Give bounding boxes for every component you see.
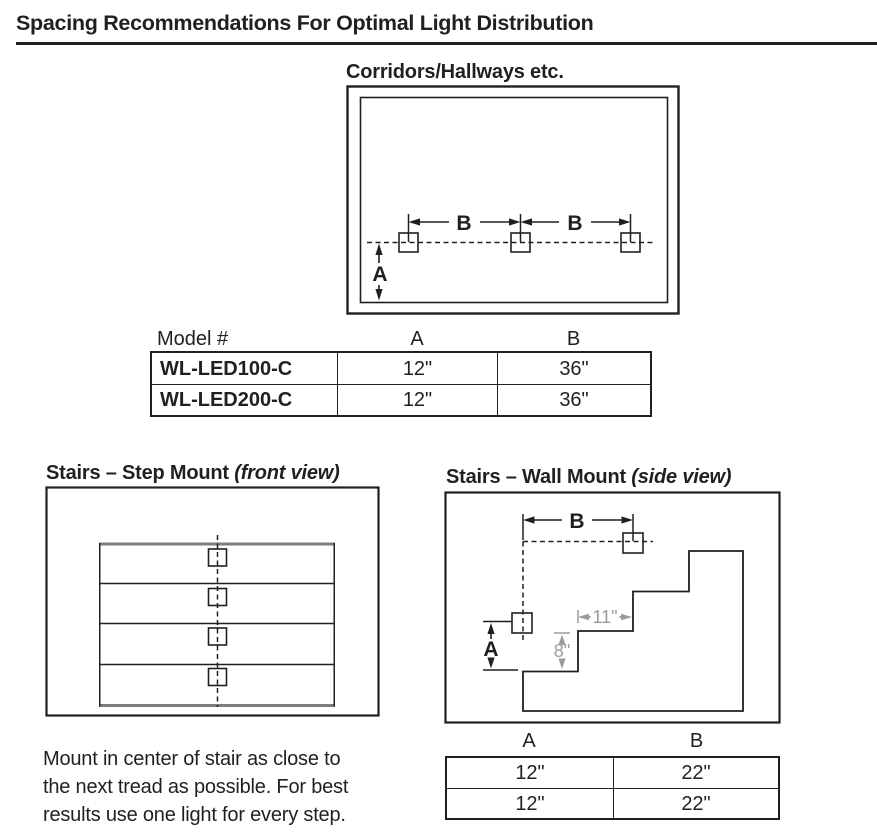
arrowhead-right (621, 613, 632, 621)
arrowhead-up (558, 634, 566, 645)
arrowhead-right (509, 218, 521, 226)
step-mount-diagram (45, 486, 380, 717)
riser-height-label: 8" (554, 641, 570, 661)
wall-table-header-b: B (689, 730, 704, 752)
dim-b2-label: B (567, 212, 582, 235)
light-fixture (207, 548, 228, 567)
table-cell-model-1: WL-LED100-C (160, 357, 293, 380)
light-fixture (207, 667, 228, 687)
corridor-table-header-a: A (410, 328, 424, 350)
dim-b1-label: B (456, 212, 471, 235)
arrowhead-right (621, 516, 633, 524)
dim-a-label: A (483, 638, 498, 661)
wall-mount-title-text: Stairs – Wall Mount (446, 466, 626, 488)
table-cell-a-1: 12" (337, 353, 497, 384)
arrowhead-left (408, 218, 420, 226)
title-underline (16, 42, 877, 45)
wall-mount-diagram: B A 11" (444, 491, 781, 724)
dim-b-label: B (569, 510, 584, 533)
mounting-note-line-3: results use one light for every step. (43, 804, 346, 826)
arrowhead-down (558, 658, 566, 669)
light-fixture (620, 232, 641, 253)
light-fixture (207, 627, 228, 646)
light-fixture (398, 232, 419, 253)
mounting-note: Mount in center of stair as close to the… (43, 745, 348, 829)
dim-a-label: A (372, 263, 387, 286)
arrowhead-left (520, 218, 532, 226)
staircase-profile (522, 550, 744, 712)
step-mount-view-label: (front view) (234, 462, 340, 484)
arrowhead-right (619, 218, 631, 226)
dim-b2: B (520, 212, 631, 235)
table-cell-model-2: WL-LED200-C (152, 384, 337, 415)
corridor-section-title: Corridors/Hallways etc. (346, 61, 564, 83)
wall-table-cell-a-2: 12" (447, 788, 613, 818)
wall-table-cell-a-1: 12" (515, 762, 545, 784)
dim-b: B (522, 510, 634, 541)
step-mount-title-text: Stairs – Step Mount (46, 462, 229, 484)
arrowhead-down (487, 657, 495, 669)
corridor-table-header-b: B (566, 328, 581, 350)
table-cell-b-2: 36" (497, 384, 650, 415)
light-fixture (207, 587, 228, 607)
wall-table-cell-b-1: 22" (613, 758, 778, 788)
corridor-spacing-table: WL-LED100-C 12" 36" WL-LED200-C 12" 36" (150, 351, 652, 417)
corridor-diagram: B B A (346, 85, 680, 315)
dim-tread-depth: 11" (577, 607, 632, 627)
tread-depth-label: 11" (592, 607, 617, 627)
arrowhead-up (375, 243, 383, 255)
mounting-note-line-2: the next tread as possible. For best (43, 776, 349, 798)
dim-riser-height: 8" (554, 632, 570, 669)
wall-mount-spacing-table: 12" 22" 12" 22" (445, 756, 780, 820)
table-cell-b-1: 36" (497, 353, 650, 384)
arrowhead-left (578, 613, 589, 621)
corridor-table-header-model: Model # (157, 328, 229, 350)
wall-mount-view-label: (side view) (631, 466, 732, 488)
wall-mount-frame (444, 491, 781, 724)
table-cell-a-2: 12" (337, 384, 497, 415)
light-fixture (510, 232, 531, 253)
wall-table-header-a: A (522, 730, 536, 752)
wall-table-cell-b-2: 22" (613, 788, 778, 818)
dim-b1: B (408, 212, 521, 235)
page-title: Spacing Recommendations For Optimal Ligh… (16, 11, 594, 35)
dim-a: A (372, 243, 388, 301)
wall-mount-section-title: Stairs – Wall Mount (side view) (446, 466, 732, 489)
arrowhead-up (487, 623, 495, 634)
dim-a: A (483, 620, 518, 671)
corridor-inner-wall (359, 96, 669, 304)
corridor-outer-wall (346, 85, 680, 315)
step-mount-section-title: Stairs – Step Mount (front view) (46, 462, 340, 485)
arrowhead-down (375, 289, 383, 301)
light-fixture (511, 612, 533, 634)
light-fixture (622, 532, 644, 554)
mounting-note-line-1: Mount in center of stair as close to (43, 748, 341, 770)
arrowhead-left (523, 516, 535, 524)
step-mount-frame (45, 486, 380, 717)
